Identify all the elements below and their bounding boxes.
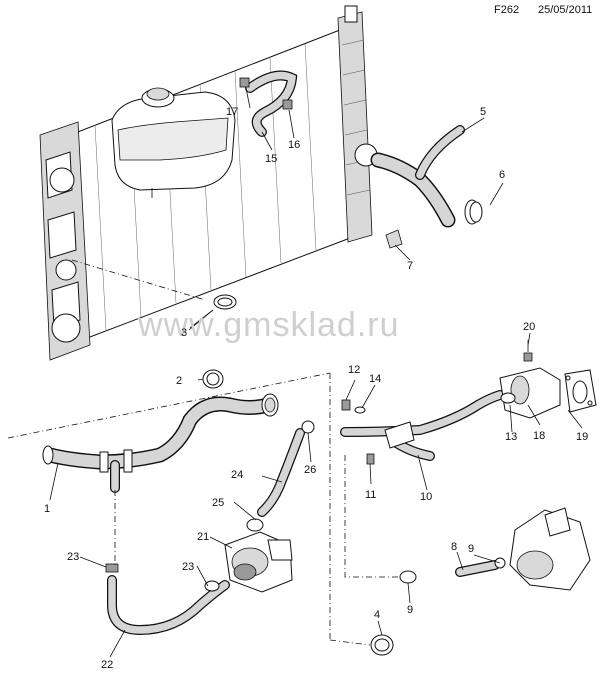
upper-hose-5	[370, 125, 483, 249]
callout-18: 18	[533, 430, 545, 442]
bolt-20	[523, 340, 533, 362]
engine-fitting	[455, 507, 591, 591]
expansion-tank	[111, 87, 236, 198]
callout-8: 8	[451, 541, 457, 553]
hose-22	[105, 563, 230, 636]
callout-7: 7	[407, 260, 413, 272]
callout-21: 21	[197, 531, 209, 543]
pipe-10	[340, 390, 505, 465]
callout-15: 15	[265, 153, 277, 165]
pump-21	[224, 518, 293, 593]
gasket-19	[564, 369, 597, 413]
diagram-code: F262	[494, 4, 520, 16]
callout-9a: 9	[468, 543, 474, 555]
callout-12: 12	[348, 364, 360, 376]
callout-2: 2	[176, 375, 182, 387]
hose-1	[42, 393, 279, 493]
callout-3: 3	[181, 327, 187, 339]
callout-17: 17	[226, 106, 238, 118]
callout-16: 16	[288, 139, 300, 151]
callout-1: 1	[44, 503, 50, 515]
callout-13: 13	[505, 431, 517, 443]
callout-5: 5	[480, 106, 486, 118]
callout-9b: 9	[407, 604, 413, 616]
callout-4: 4	[374, 609, 380, 621]
small-hose-15	[239, 70, 298, 137]
callout-26: 26	[304, 464, 316, 476]
callout-6: 6	[499, 169, 505, 181]
callout-20: 20	[523, 321, 535, 333]
callouts: 1 2 3 4 5 6 7 8 9 9 10 11 12 13 14 15 16…	[44, 106, 588, 671]
housing-18	[499, 367, 561, 419]
callout-23a: 23	[67, 551, 79, 563]
clamp-4	[370, 634, 394, 656]
callout-10: 10	[420, 491, 432, 503]
callout-24: 24	[231, 469, 243, 481]
diagram-date: 25/05/2011	[538, 4, 593, 16]
clamp-3	[213, 294, 237, 310]
callout-22: 22	[101, 659, 113, 671]
leader-lines	[49, 87, 583, 658]
clamp-2	[202, 369, 224, 389]
callout-23b: 23	[182, 561, 194, 573]
watermark: www.gmsklad.ru	[137, 306, 400, 344]
callout-19: 19	[576, 431, 588, 443]
hose-24	[257, 420, 315, 517]
callout-11: 11	[365, 489, 376, 501]
callout-14: 14	[369, 373, 381, 385]
callout-25: 25	[212, 497, 224, 509]
clamp-9-lower	[399, 570, 417, 584]
